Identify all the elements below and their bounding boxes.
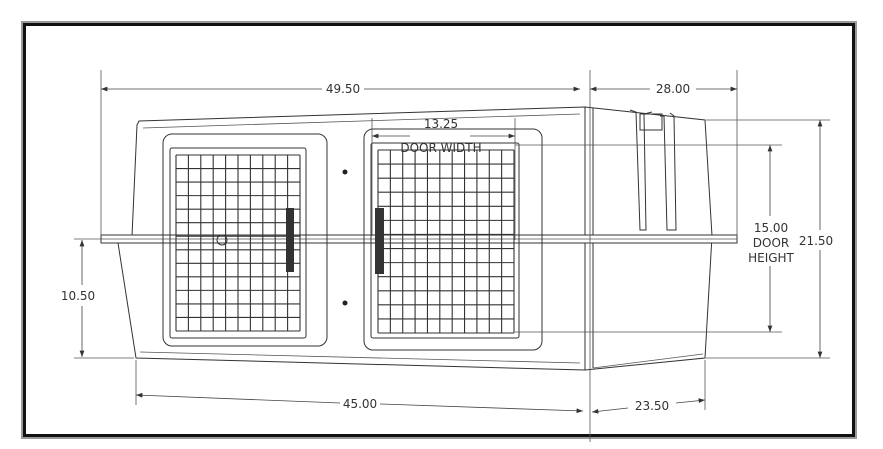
side-handles bbox=[629, 109, 677, 231]
dim-49-50: 49.50 bbox=[101, 82, 580, 96]
dim-28-00: 28.00 bbox=[590, 82, 737, 96]
right-door bbox=[363, 128, 543, 351]
left-door-latch bbox=[286, 208, 294, 272]
dim-door-width: 13.25 DOOR WIDTH bbox=[372, 117, 515, 155]
dim-base-length: 45.00 bbox=[343, 397, 377, 411]
right-door-grid bbox=[377, 149, 515, 334]
crate-body bbox=[117, 106, 713, 371]
drawing-frame bbox=[23, 23, 855, 437]
dim-door-height: 15.00 DOOR HEIGHT bbox=[748, 145, 795, 332]
left-door-grid bbox=[175, 154, 301, 332]
door-height-value: 15.00 bbox=[754, 221, 788, 235]
dim-depth: 28.00 bbox=[656, 82, 690, 96]
dim-overall-height: 21.50 bbox=[799, 234, 833, 248]
vent-dot bbox=[342, 300, 348, 306]
dim-23-50: 23.50 bbox=[591, 398, 706, 414]
vent-dot bbox=[342, 169, 348, 175]
door-width-value: 13.25 bbox=[424, 117, 458, 131]
dim-base-depth: 23.50 bbox=[635, 399, 669, 413]
dim-45-00: 45.00 bbox=[135, 392, 584, 414]
dim-10-50: 10.50 bbox=[61, 240, 95, 357]
right-door-latch bbox=[375, 208, 384, 274]
door-height-label: HEIGHT bbox=[748, 251, 794, 265]
dim-lower-height: 10.50 bbox=[61, 289, 95, 303]
dim-overall-length: 49.50 bbox=[326, 82, 360, 96]
left-door bbox=[162, 133, 328, 347]
door-width-label: DOOR WIDTH bbox=[400, 141, 481, 155]
dim-21-50: 21.50 bbox=[799, 120, 833, 358]
door-height-label: DOOR bbox=[753, 236, 789, 250]
